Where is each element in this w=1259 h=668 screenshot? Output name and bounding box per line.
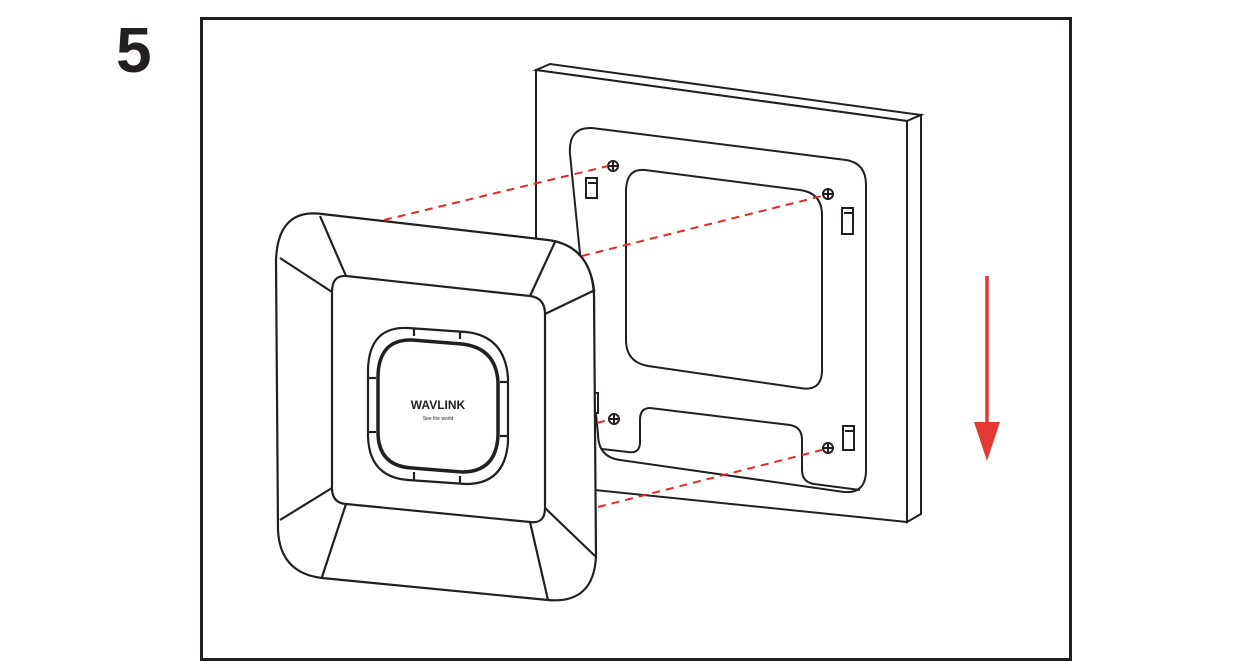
- arrow-down-icon: [974, 276, 1000, 461]
- slogan-text: See the world: [423, 416, 454, 422]
- clip-slot-icon: [841, 207, 854, 235]
- clip-slot-icon: [842, 425, 855, 451]
- screw-hole-icon: [608, 413, 620, 425]
- screw-hole-icon: [822, 442, 834, 454]
- brand-text: WAVLINK: [411, 398, 466, 412]
- screw-hole-icon: [822, 188, 834, 200]
- alignment-guides: [383, 165, 823, 508]
- mounting-plate: [532, 62, 925, 524]
- illustration-frame: [200, 17, 1072, 661]
- screw-hole-icon: [607, 160, 619, 172]
- access-point-device: [274, 212, 598, 602]
- wavlink-logo: WAVLINK See the world: [411, 398, 466, 422]
- clip-slot-icon: [585, 177, 598, 199]
- step-number: 5: [116, 14, 152, 86]
